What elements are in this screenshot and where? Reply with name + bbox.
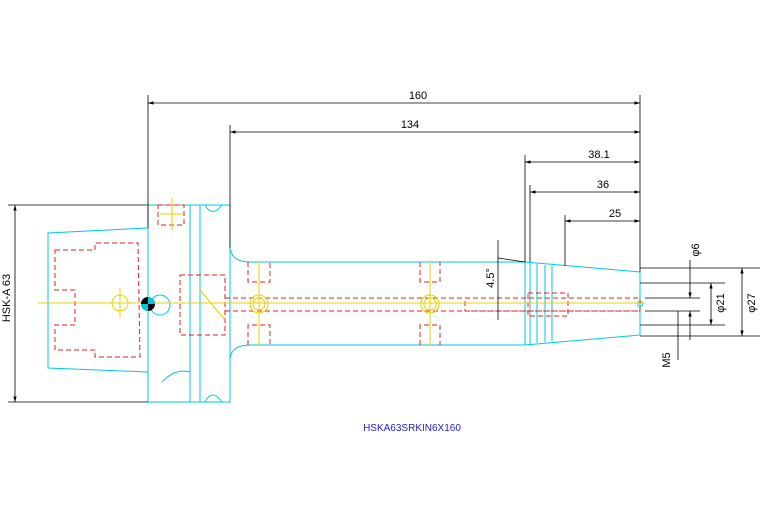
dim-nose-length-2: 36: [597, 179, 609, 191]
center-marks: [38, 198, 645, 345]
dim-shank-length: 134: [401, 119, 419, 131]
dimension-lines: [8, 95, 760, 403]
dim-interface: HSK-A 63: [1, 274, 13, 322]
dim-thread: M5: [661, 352, 673, 367]
dim-dia-large: φ27: [746, 293, 758, 312]
dim-overall-length: 160: [409, 90, 427, 102]
dim-dia-small: φ6: [690, 243, 702, 256]
hidden-lines: [54, 204, 641, 358]
dim-dia-mid: φ21: [715, 293, 727, 312]
dim-angle: 4.5°: [485, 268, 497, 288]
dim-nose-length-1: 38.1: [588, 149, 609, 161]
dimension-labels: 160 134 38.1 36 25 HSK-A 63 4.5° φ6 φ21 …: [1, 90, 758, 368]
reference-mark: [141, 297, 155, 311]
part-number-caption: HSKA63SRKIN6X160: [363, 423, 461, 434]
dim-nose-length-3: 25: [609, 208, 621, 220]
